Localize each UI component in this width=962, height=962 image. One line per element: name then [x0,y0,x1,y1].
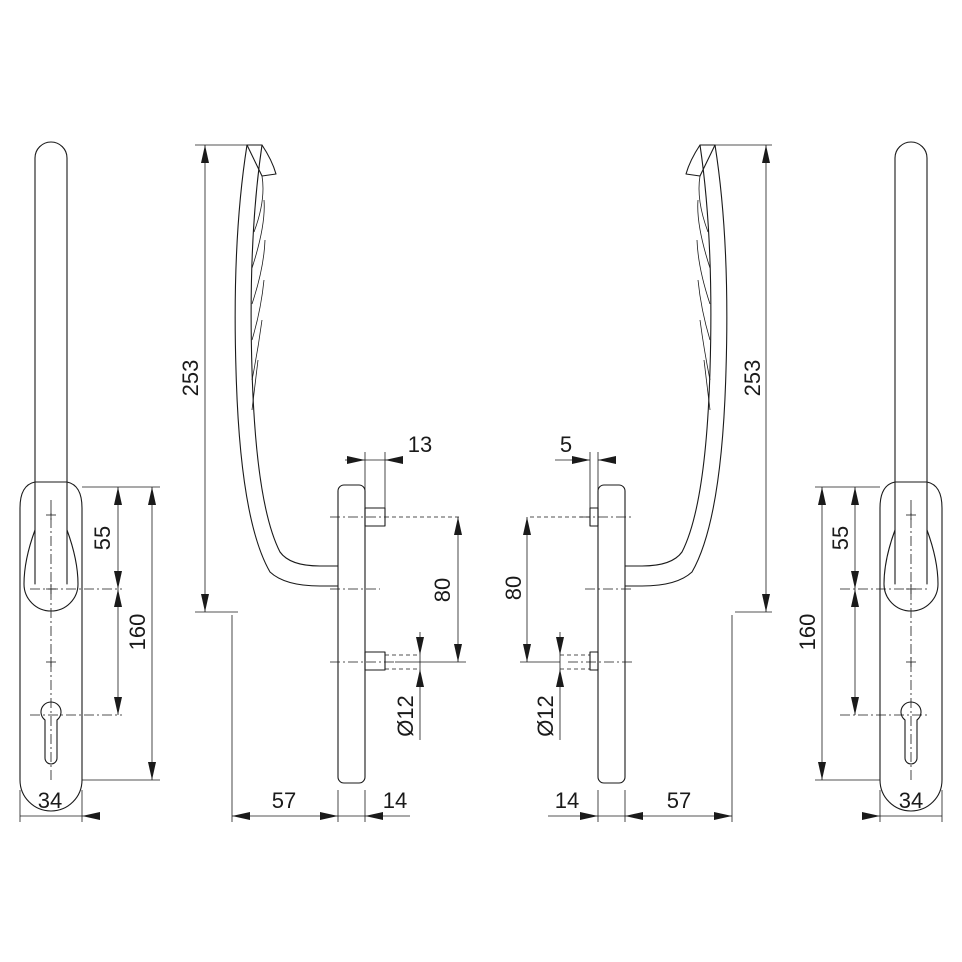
dimension-right-plate-height: 160 [795,486,880,781]
backplate-outline-right [879,481,943,812]
dimension-right-handle-height: 253 [715,144,772,613]
dimension-left-rose-thickness: 14 [338,788,410,822]
left-spindle-length-label: 13 [408,432,432,457]
right-handle-height-label: 253 [740,360,765,397]
rose-side-left [337,484,366,784]
left-plate-height-label: 160 [125,614,150,651]
dimension-right-fixing-spacing: 80 [501,517,560,663]
dimension-left-projection: 57 [231,615,339,822]
dimension-right-plate-width: 34 [862,788,943,822]
dimension-left-spindle-length: 13 [345,432,432,508]
left-projection-label: 57 [272,788,296,813]
left-boss-diameter-label: Ø12 [393,695,418,737]
left-handle-height-label: 253 [178,360,203,397]
front-view-left [19,141,122,812]
left-plate-width-label: 34 [38,788,62,813]
dimension-right-projection: 57 [625,615,733,822]
right-projection-label: 57 [667,788,691,813]
dimension-left-plate-width: 34 [19,788,100,822]
right-rose-thickness-label: 14 [555,788,579,813]
right-plate-width-label: 34 [899,788,923,813]
spindle-stub-bottom-left [364,651,386,671]
left-rose-thickness-label: 14 [383,788,407,813]
rose-side-right [597,484,626,784]
handle-lever-front-right [894,141,928,585]
dimension-right-spindle-length: 5 [555,432,616,508]
spindle-stub-bottom-right [589,651,599,671]
left-fixing-spacing-label: 80 [430,578,455,602]
handle-lever-side-right [624,144,728,587]
dimension-right-screw-spacing: 55 [828,486,880,589]
dimension-left-boss-diameter: Ø12 [393,632,424,740]
handle-lever-front-left [34,141,68,585]
handle-lever-side-left [234,144,339,587]
dimension-right-boss-diameter: Ø12 [533,632,564,740]
dimension-left-fixing-spacing: 80 [395,517,466,663]
right-plate-height-label: 160 [795,614,820,651]
dimension-left-plate-height: 160 [82,487,160,781]
dimension-left-screw-spacing: 55 [82,486,160,589]
side-view-right [530,144,728,784]
side-view-left [234,144,460,784]
right-spindle-length-label: 5 [560,432,572,457]
dimension-left-handle-height: 253 [178,144,247,613]
right-screw-spacing-label: 55 [828,526,853,550]
right-boss-diameter-label: Ø12 [533,695,558,737]
cylinder-keyhole-left [40,701,62,765]
left-screw-spacing-label: 55 [90,526,115,550]
dimension-right-rose-thickness: 14 [548,788,626,822]
right-fixing-spacing-label: 80 [501,576,526,600]
